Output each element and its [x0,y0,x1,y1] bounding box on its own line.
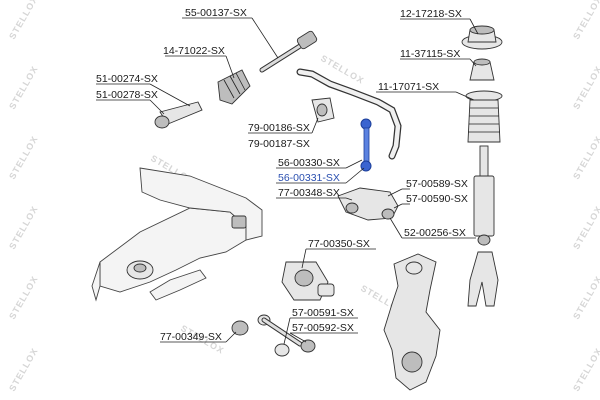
watermark-right: STELLOX STELLOX STELLOX STELLOX STELLOX … [571,0,600,393]
steering-boot [217,69,251,105]
watermark-text: STELLOX [571,64,600,111]
label-51-00278: 51-00278-SX [96,89,158,101]
subframe [91,167,263,302]
watermark-text: STELLOX [7,0,40,41]
part-labels: 55-00137-SX 14-71022-SX 51-00274-SX 51-0… [96,7,468,343]
watermark-text: STELLOX [571,134,600,181]
label-12-17218: 12-17218-SX [400,8,462,20]
upper-control-arm [337,187,399,221]
steering-knuckle [383,253,441,391]
watermark-text: STELLOX [7,346,40,393]
label-52-00256: 52-00256-SX [404,227,466,239]
label-11-37115: 11-37115-SX [400,48,460,60]
label-77-00350: 77-00350-SX [308,238,370,250]
watermark-text: STELLOX [571,0,600,41]
label-56-00331: 56-00331-SX [278,172,340,184]
tie-rod-inner [259,30,318,73]
stabilizer-link [360,118,372,172]
stabilizer-bushing [311,97,335,123]
strut-fork [467,251,499,307]
watermark-text: STELLOX [7,274,40,321]
watermark-text: STELLOX [571,274,600,321]
strut-top-mount [461,25,503,50]
watermark-text: STELLOX [7,64,40,111]
label-57-00590: 57-00590-SX [406,193,468,205]
label-77-00348: 77-00348-SX [278,187,340,199]
label-77-00349: 77-00349-SX [160,331,222,343]
label-79-00187: 79-00187-SX [248,138,310,150]
label-56-00330: 56-00330-SX [278,157,340,169]
dust-boot [465,90,503,143]
label-51-00274: 51-00274-SX [96,73,158,85]
watermark-text: STELLOX [7,204,40,251]
stabilizer-bar [296,68,402,160]
shock-absorber [473,145,495,246]
watermark-text: STELLOX [571,204,600,251]
label-57-00592: 57-00592-SX [292,322,354,334]
label-57-00589: 57-00589-SX [406,178,468,190]
watermark-left: STELLOX STELLOX STELLOX STELLOX STELLOX … [7,0,40,393]
label-79-00186: 79-00186-SX [248,122,310,134]
watermark-text: STELLOX [7,134,40,181]
label-11-17071: 11-17071-SX [378,81,439,93]
leader-lines [96,17,479,345]
label-14-71022: 14-71022-SX [163,45,225,57]
label-55-00137: 55-00137-SX [185,7,247,19]
bump-stop [469,58,495,81]
watermark-text: STELLOX [571,346,600,393]
lower-arm [231,314,316,357]
lower-arm-bushing [281,261,335,301]
tie-rod-end [154,101,203,129]
label-57-00591: 57-00591-SX [292,307,354,319]
